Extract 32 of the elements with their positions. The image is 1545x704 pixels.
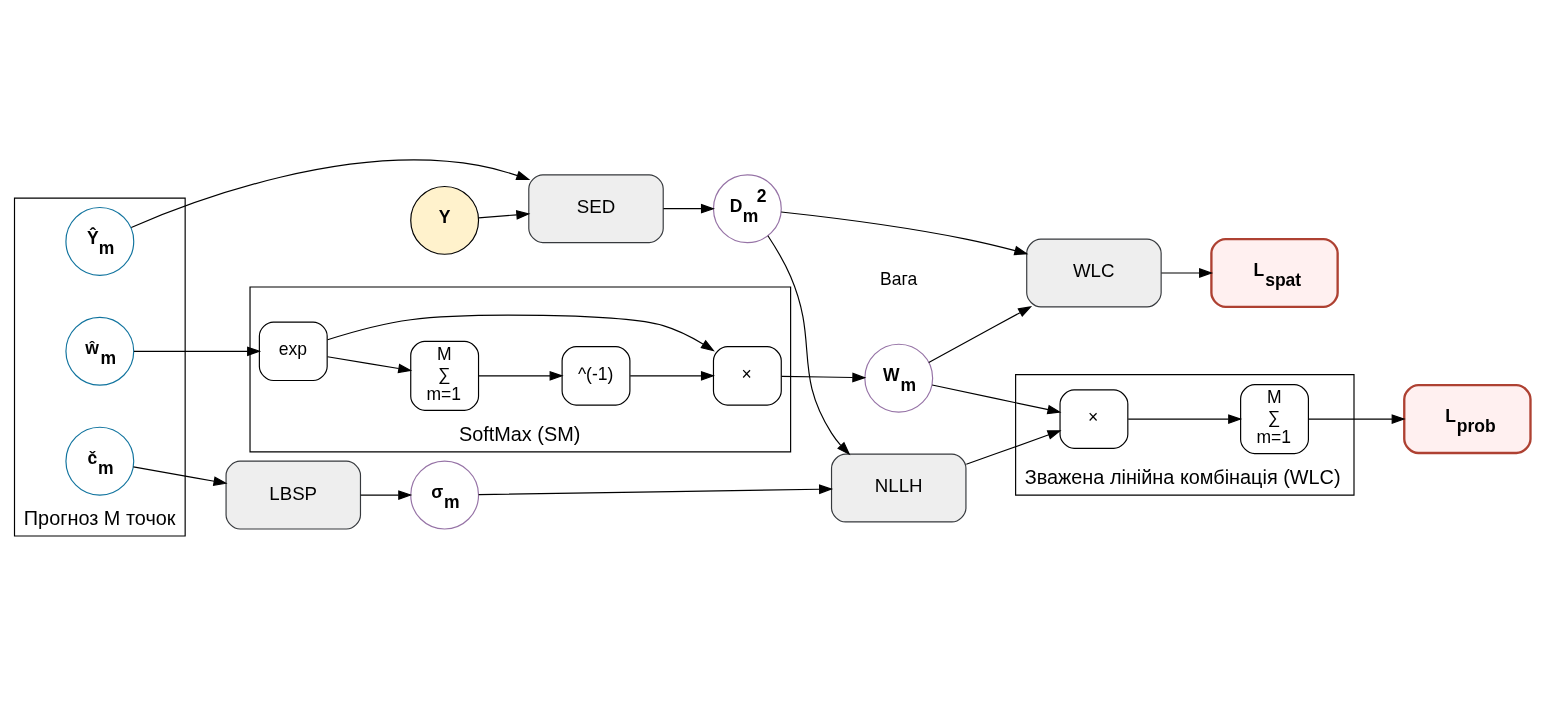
node-box: M ∑ m=1 xyxy=(410,340,480,411)
node-box: M ∑ m=1 xyxy=(1240,383,1309,454)
arrow xyxy=(629,370,715,381)
arrow xyxy=(1127,413,1243,424)
node-circle: Y xyxy=(410,185,480,255)
arrow xyxy=(928,305,1033,363)
arrow xyxy=(360,489,413,500)
arrow xyxy=(326,355,413,373)
arrow xyxy=(326,314,715,352)
arrow xyxy=(965,429,1062,465)
node-box: SED xyxy=(528,173,664,243)
arrow xyxy=(130,158,531,228)
arrow xyxy=(662,203,715,214)
node-box: exp xyxy=(258,321,328,381)
arrow xyxy=(133,345,262,356)
arrow xyxy=(477,209,531,220)
arrow xyxy=(931,383,1062,414)
arrow xyxy=(1160,267,1214,278)
arrow xyxy=(1307,413,1406,424)
node-label: Вага xyxy=(880,268,918,289)
arrow xyxy=(478,370,564,381)
node-box: × xyxy=(1059,388,1129,449)
arrow xyxy=(781,372,867,382)
node-box: NLLH xyxy=(830,453,967,523)
node-box: ^(-1) xyxy=(561,345,631,406)
arrow xyxy=(767,234,851,455)
arrow xyxy=(478,483,834,495)
arrow xyxy=(780,210,1029,255)
node-box: × xyxy=(712,345,782,406)
node-box: LBSP xyxy=(225,460,362,530)
node-box: WLC xyxy=(1026,238,1162,307)
arrow xyxy=(132,465,228,486)
